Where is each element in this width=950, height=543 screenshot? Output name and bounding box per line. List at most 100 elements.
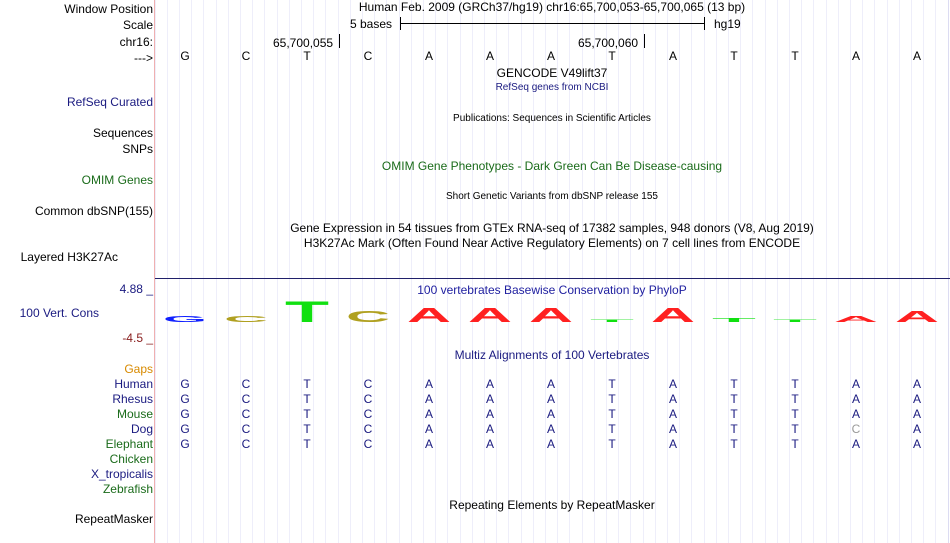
grid-line-minor xyxy=(447,0,448,543)
species-label-chicken[interactable]: Chicken xyxy=(109,452,153,466)
grid-line-minor xyxy=(216,0,217,543)
grid-line-minor xyxy=(240,0,241,543)
gencode-track-title[interactable]: GENCODE V49lift37 xyxy=(496,66,608,80)
dbsnp-track-title[interactable]: Short Genetic Variants from dbSNP releas… xyxy=(446,191,658,202)
base: A xyxy=(668,49,677,63)
aligned-base: T xyxy=(608,407,616,421)
grid-line-minor xyxy=(643,0,644,543)
aligned-base: C xyxy=(363,377,373,391)
species-label-dog[interactable]: Dog xyxy=(130,422,153,436)
aligned-base: A xyxy=(546,407,555,421)
grid-line-minor xyxy=(228,0,229,543)
grid-line-minor xyxy=(289,0,290,543)
repeatmasker-track-label[interactable]: RepeatMasker xyxy=(74,512,153,526)
aligned-base: A xyxy=(851,437,860,451)
aligned-base: T xyxy=(303,407,311,421)
aligned-base: T xyxy=(303,437,311,451)
aligned-base: C xyxy=(363,407,373,421)
snps-track-label[interactable]: SNPs xyxy=(122,142,153,156)
aligned-base: A xyxy=(668,377,677,391)
strand-label: ---> xyxy=(134,51,153,65)
position-tick-2-mark xyxy=(644,34,645,48)
grid-line-minor xyxy=(252,0,253,543)
aligned-base: G xyxy=(180,392,190,406)
aligned-base: A xyxy=(912,437,921,451)
species-label-zebrafish[interactable]: Zebrafish xyxy=(102,482,153,496)
aligned-base: A xyxy=(546,377,555,391)
grid-line-minor xyxy=(887,0,888,543)
window-position-label: Window Position xyxy=(64,2,153,16)
omim-track-title[interactable]: OMIM Gene Phenotypes - Dark Green Can Be… xyxy=(381,159,723,173)
aligned-base: T xyxy=(608,437,616,451)
cons-max-label: 4.88 _ xyxy=(119,282,153,296)
grid-line-minor xyxy=(533,0,534,543)
aligned-base: A xyxy=(485,437,494,451)
base: A xyxy=(912,49,921,63)
conservation-logo-letter: T xyxy=(590,319,635,322)
species-label-human[interactable]: Human xyxy=(114,377,153,391)
publications-track-title[interactable]: Publications: Sequences in Scientific Ar… xyxy=(453,113,651,124)
dbsnp-track-label[interactable]: Common dbSNP(155) xyxy=(34,204,153,218)
aligned-base: A xyxy=(668,422,677,436)
chrom-label: chr16: xyxy=(119,35,153,49)
grid-line-minor xyxy=(728,0,729,543)
repeatmasker-track-title[interactable]: Repeating Elements by RepeatMasker xyxy=(449,498,655,512)
cons-track-label[interactable]: 100 Vert. Cons xyxy=(19,306,99,320)
conservation-logo-letter: A xyxy=(651,307,695,322)
conservation-logo-t: T xyxy=(712,318,757,322)
multiz-track-title[interactable]: Multiz Alignments of 100 Vertebrates xyxy=(454,348,650,362)
aligned-base: T xyxy=(791,377,799,391)
conservation-logo-letter: T xyxy=(773,319,818,322)
cons-track-title[interactable]: 100 vertebrates Basewise Conservation by… xyxy=(417,283,687,297)
h3k27ac-track-label[interactable]: Layered H3K27Ac xyxy=(20,250,118,264)
species-label-rhesus[interactable]: Rhesus xyxy=(112,392,153,406)
gtex-track-title[interactable]: Gene Expression in 54 tissues from GTEx … xyxy=(290,221,814,235)
conservation-logo-letter: C xyxy=(224,316,268,322)
aligned-base: A xyxy=(912,392,921,406)
conservation-logo-letter: C xyxy=(346,310,390,322)
conservation-logo-c: C xyxy=(346,310,390,322)
conservation-logo-a: A xyxy=(529,307,573,322)
aligned-base: A xyxy=(912,407,921,421)
base: T xyxy=(303,49,311,63)
omim-track-label[interactable]: OMIM Genes xyxy=(81,173,153,187)
grid-line-minor xyxy=(508,0,509,543)
aligned-base: A xyxy=(912,377,921,391)
position-tick-1-mark xyxy=(339,34,340,48)
aligned-base: A xyxy=(424,392,433,406)
species-label-elephant[interactable]: Elephant xyxy=(105,437,153,451)
grid-line-minor xyxy=(716,0,717,543)
grid-line-minor xyxy=(423,0,424,543)
species-label-x_tropicalis[interactable]: X_tropicalis xyxy=(90,467,153,481)
grid-line-minor xyxy=(325,0,326,543)
aligned-base: C xyxy=(363,422,373,436)
aligned-base: G xyxy=(180,422,190,436)
grid-line-minor xyxy=(155,0,156,543)
grid-line-minor xyxy=(935,0,936,543)
grid-line-minor xyxy=(765,0,766,543)
grid-line-minor xyxy=(386,0,387,543)
label-column-border xyxy=(154,0,155,543)
base: T xyxy=(608,49,616,63)
grid-line-minor xyxy=(374,0,375,543)
grid-line-minor xyxy=(899,0,900,543)
grid-line-minor xyxy=(472,0,473,543)
grid-line-minor xyxy=(545,0,546,543)
grid-line-minor xyxy=(179,0,180,543)
base: G xyxy=(180,49,190,63)
aligned-base: T xyxy=(608,422,616,436)
grid-line-minor xyxy=(874,0,875,543)
species-label-mouse[interactable]: Mouse xyxy=(116,407,153,421)
conservation-logo-letter: T xyxy=(712,318,757,322)
sequences-track-label[interactable]: Sequences xyxy=(92,126,153,140)
gaps-track-label[interactable]: Gaps xyxy=(124,362,153,376)
aligned-base: C xyxy=(241,422,251,436)
aligned-base: G xyxy=(180,377,190,391)
refseq-track-subtitle[interactable]: RefSeq genes from NCBI xyxy=(495,82,609,93)
h3k27ac-track-title[interactable]: H3K27Ac Mark (Often Found Near Active Re… xyxy=(303,236,801,250)
grid-line-minor xyxy=(704,0,705,543)
conservation-logo-g: G xyxy=(163,316,207,322)
conservation-logo-a: A xyxy=(407,307,451,322)
refseq-track-label[interactable]: RefSeq Curated xyxy=(66,95,153,109)
grid-line-minor xyxy=(594,0,595,543)
